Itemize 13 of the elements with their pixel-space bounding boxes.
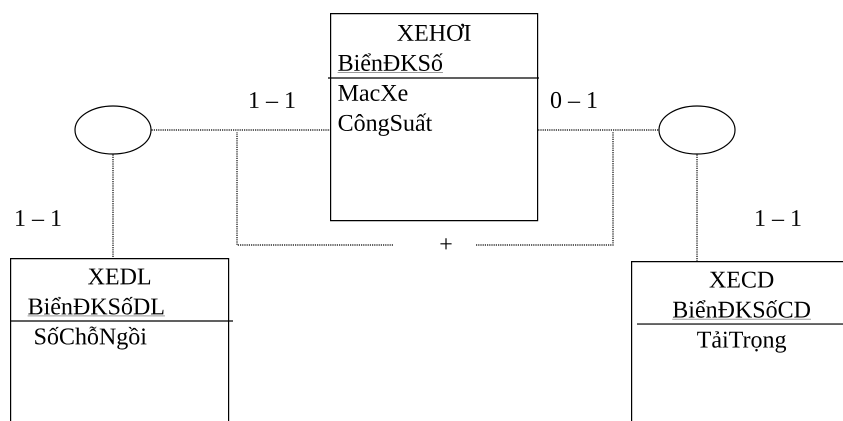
connector-line (112, 154, 114, 258)
cardinality-label: 1 – 1 (250, 92, 295, 108)
entity-box: XEHƠI BiểnĐKSố MacXe CôngSuất (328, 13, 539, 222)
relationship-ellipse (74, 105, 152, 155)
connector-line (696, 154, 698, 261)
relationship-ellipse (658, 105, 736, 155)
cardinality-label: 1 – 1 (16, 210, 61, 226)
connector-line (538, 129, 658, 131)
entity-box: XEDL BiểnĐKSốDL SốChỗNgồi (10, 258, 233, 421)
connector-line (152, 129, 330, 131)
entity-box: XECD BiểnĐKSốCD TảiTrọng (631, 261, 843, 421)
cardinality-label: 0 – 1 (550, 92, 597, 108)
cardinality-label: 1 – 1 (756, 210, 801, 226)
